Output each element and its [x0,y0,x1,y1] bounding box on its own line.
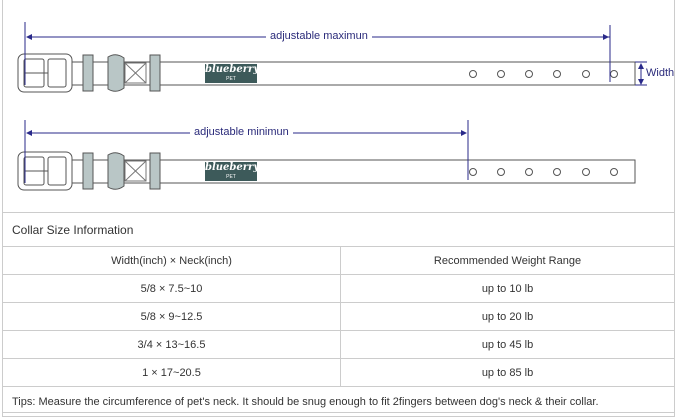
cell-size: 1 × 17~20.5 [2,358,341,387]
tips-text: Tips: Measure the circumference of pet's… [2,386,675,417]
cell-weight: up to 45 lb [340,330,675,359]
cell-size: 5/8 × 7.5~10 [2,274,341,303]
table-header: Width(inch) × Neck(inch) Recommended Wei… [2,246,675,275]
cell-size: 3/4 × 13~16.5 [2,330,341,359]
adjustable-minimum-label: adjustable minimun [190,126,293,138]
header-width-neck: Width(inch) × Neck(inch) [2,246,341,275]
cell-weight: up to 20 lb [340,302,675,331]
collar-minimum [17,151,636,191]
collar-maximum [17,53,636,93]
cell-size: 5/8 × 9~12.5 [2,302,341,331]
width-label: Width [646,67,675,79]
collar-holes [469,168,618,176]
cell-weight: up to 10 lb [340,274,675,303]
collar-size-table: Collar Size Information Width(inch) × Ne… [2,212,675,417]
table-title: Collar Size Information [2,212,675,247]
brand-label [205,162,257,181]
adjustable-maximum-label: adjustable maximun [266,30,372,42]
collar-holes [469,70,618,78]
header-weight-range: Recommended Weight Range [340,246,675,275]
cell-weight: up to 85 lb [340,358,675,387]
brand-label [205,64,257,83]
